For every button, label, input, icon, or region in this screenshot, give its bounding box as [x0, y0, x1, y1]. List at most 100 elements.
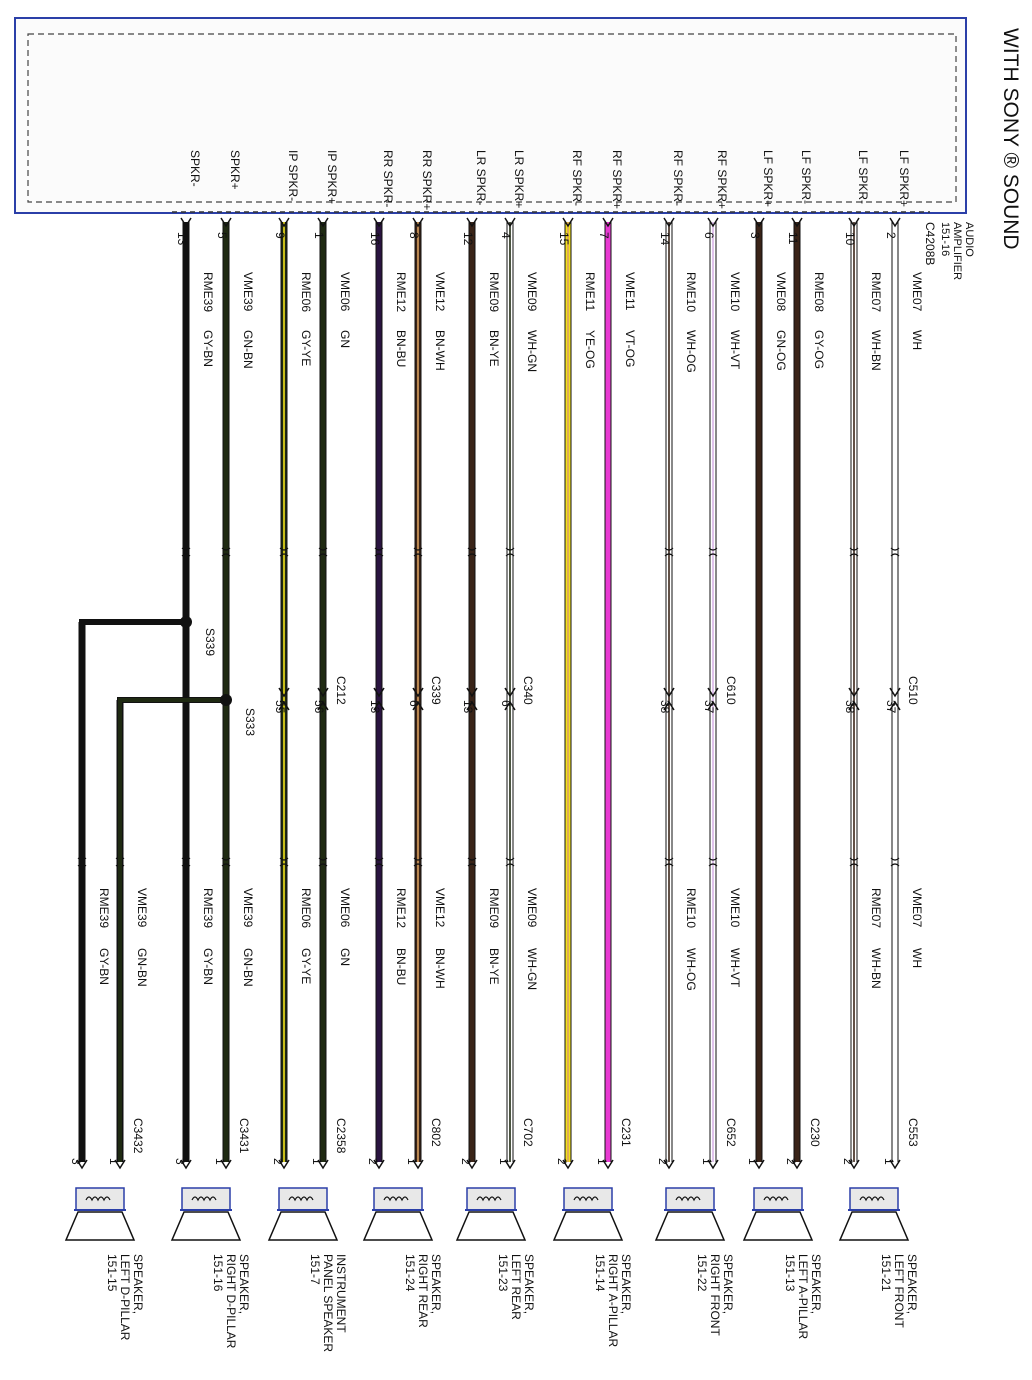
twist-marker — [505, 547, 515, 557]
splice-label: S333 — [243, 708, 257, 736]
speaker-label: SPEAKER, — [721, 1254, 735, 1314]
end-arrow — [466, 1159, 478, 1170]
end-arrow — [412, 1159, 424, 1170]
pin-number: 9 — [273, 232, 287, 239]
speaker-cone-icon — [838, 1211, 910, 1241]
pin-number: 8 — [407, 232, 421, 239]
pin-arrow — [753, 217, 765, 228]
speaker-8 — [170, 1187, 242, 1241]
wire-lr-neg — [466, 217, 478, 1170]
pin-number: 14 — [658, 232, 672, 246]
end-arrow — [889, 1159, 901, 1170]
circuit-id: RME06 — [299, 272, 313, 312]
circuit-id-lower: RME10 — [684, 888, 698, 928]
speaker-cone-icon — [552, 1211, 624, 1241]
circuit-id: RME08 — [812, 272, 826, 312]
color-code-lower: GY-BN — [201, 948, 215, 985]
twist-marker — [467, 857, 477, 867]
speaker-label: LEFT A-PILLAR — [796, 1254, 810, 1339]
circuit-id: RME12 — [394, 272, 408, 312]
pin-label: RF SPKR+ — [715, 150, 729, 209]
end-connector: C2358 — [334, 1118, 348, 1154]
end-arrow — [791, 1159, 803, 1170]
color-code-lower: WH — [910, 948, 924, 968]
inline-connector: C340 — [521, 676, 535, 705]
speaker-1 — [838, 1187, 910, 1241]
speaker-label: 151-21 — [879, 1254, 893, 1292]
wire-d-negpos — [220, 217, 232, 1170]
color-code-lower: BN-WH — [433, 948, 447, 989]
pin-number: 12 — [461, 232, 475, 246]
color-code-lower: GY-BN — [97, 948, 111, 985]
inline-arrow — [466, 687, 478, 698]
color-code: GY-OG — [812, 330, 826, 369]
inline-connector: C212 — [334, 676, 348, 705]
end-pin: 2 — [555, 1158, 569, 1165]
inline-pin: 6 — [407, 700, 421, 707]
inline-connector: C510 — [906, 676, 920, 705]
speaker-label: 151-15 — [105, 1254, 119, 1292]
circuit-id: RME07 — [869, 272, 883, 312]
pin-label: RR SPKR+ — [420, 150, 434, 210]
speaker-coil-box — [849, 1187, 899, 1211]
circuit-id-lower: VME12 — [433, 888, 447, 928]
color-code: WH-OG — [684, 330, 698, 373]
circuit-id: VME10 — [728, 272, 742, 312]
pin-label: IP SPKR- — [286, 150, 300, 201]
color-code-lower: WH-BN — [869, 948, 883, 989]
pin-label: LF SPKR- — [856, 150, 870, 204]
twist-marker — [413, 857, 423, 867]
twist-marker — [849, 547, 859, 557]
color-code: WH — [910, 330, 924, 350]
pin-arrow — [317, 217, 329, 228]
speaker-label: SPEAKER, — [905, 1254, 919, 1314]
pin-label: LF SPKR+ — [897, 150, 911, 207]
speaker-coil-box — [665, 1187, 715, 1211]
color-code: GY-BN — [201, 330, 215, 367]
twist-marker — [708, 547, 718, 557]
color-code: YE-OG — [583, 330, 597, 369]
speaker-coil-icon — [763, 1196, 789, 1202]
splice-dot — [220, 694, 232, 706]
speaker-cone-icon — [362, 1211, 434, 1241]
color-code: WH-BN — [869, 330, 883, 371]
circuit-id: VME08 — [774, 272, 788, 312]
wire-lfa-neg — [791, 217, 803, 1170]
circuit-id-lower: RME06 — [299, 888, 313, 928]
end-arrow — [504, 1159, 516, 1170]
speaker-label: RIGHT FRONT — [708, 1254, 722, 1336]
circuit-id-lower: VME06 — [338, 888, 352, 928]
end-pin: 1 — [310, 1158, 324, 1165]
inline-arrow — [317, 687, 329, 698]
speaker-label: SPEAKER, — [131, 1254, 145, 1314]
speaker-label: 151-23 — [496, 1254, 510, 1292]
color-code: BN-BU — [394, 330, 408, 367]
splice-label: S339 — [203, 628, 217, 656]
branch-vme39-fill — [118, 698, 226, 1162]
speaker-label: 151-13 — [783, 1254, 797, 1292]
color-code-lower: BN-BU — [394, 948, 408, 985]
end-arrow — [753, 1159, 765, 1170]
end-pin: 1 — [213, 1158, 227, 1165]
speaker-label: SPEAKER, — [809, 1254, 823, 1314]
pin-arrow — [889, 217, 901, 228]
speaker-label: 151-22 — [695, 1254, 709, 1292]
amplifier-label-line: AUDIO — [963, 222, 975, 257]
speaker-coil-box — [563, 1187, 613, 1211]
wire-rr-negpos — [412, 217, 424, 1170]
wire-lf-neg — [848, 217, 860, 1170]
speaker-label: 151-24 — [403, 1254, 417, 1292]
pin-number: 3 — [748, 232, 762, 239]
speaker-coil-icon — [191, 1196, 217, 1202]
pin-arrow — [412, 217, 424, 228]
twist-marker — [279, 547, 289, 557]
pin-label: RF SPKR- — [570, 150, 584, 206]
pin-arrow — [663, 217, 675, 228]
inline-pin: 6 — [499, 700, 513, 707]
pin-number: 5 — [215, 232, 229, 239]
speaker-label: SPEAKER, — [237, 1254, 251, 1314]
end-arrow — [373, 1159, 385, 1170]
pin-label: SPKR+ — [228, 150, 242, 190]
